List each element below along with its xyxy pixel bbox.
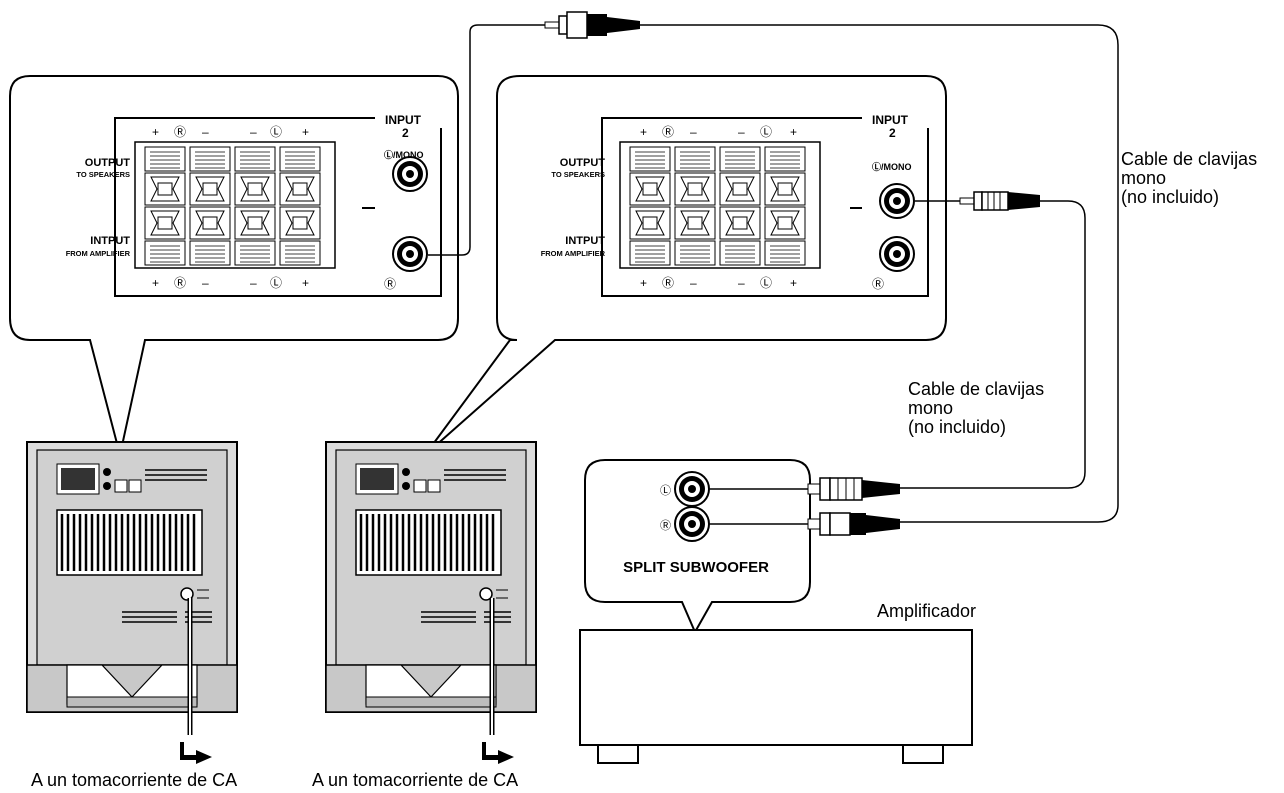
power-cord-2 <box>482 598 514 764</box>
l-top: Ⓛ <box>760 125 772 139</box>
heatsink-fins-1 <box>60 514 196 571</box>
panel-labels-middle: INPUT 2 Ⓛ/MONO Ⓡ OUTPUT TO SPEAKERS INTP… <box>541 113 912 291</box>
plus-r-top: + <box>640 125 647 139</box>
plus-r-bottom: + <box>152 276 159 290</box>
amplifier <box>579 629 973 764</box>
minus-l-top: – <box>738 125 745 139</box>
minus-l-bottom: – <box>738 276 745 290</box>
output-title: OUTPUT <box>560 157 606 169</box>
subwoofer-2 <box>324 440 538 714</box>
r-bottom: Ⓡ <box>174 276 186 290</box>
input-sub: FROM AMPLIFIER <box>541 249 606 258</box>
minus-l-bottom: – <box>250 276 257 290</box>
l-bottom: Ⓛ <box>270 276 282 290</box>
cable-label-lower: Cable de clavijas mono (no incluido) <box>908 379 1044 437</box>
amp-l-label: Ⓛ <box>660 484 671 497</box>
plug-top <box>544 11 640 39</box>
minus-r-bottom: – <box>202 276 209 290</box>
outlet-label-1: A un tomacorriente de CA <box>31 770 237 790</box>
plug-amp-l <box>709 477 900 501</box>
cable-label-upper: Cable de clavijas mono (no incluido) <box>1121 149 1257 207</box>
r-bottom: Ⓡ <box>662 276 674 290</box>
input2-title: INPUT <box>385 113 422 127</box>
cable-a <box>428 24 1119 523</box>
lmono-label: Ⓛ/MONO <box>872 161 912 172</box>
minus-r-top: – <box>202 125 209 139</box>
plus-r-top: + <box>152 125 159 139</box>
cable-label-lower-line2: mono <box>908 398 953 418</box>
input2-number: 2 <box>402 126 409 140</box>
plug-middle-input <box>900 191 1086 489</box>
r-jack-label: Ⓡ <box>872 277 884 291</box>
plug-amp-r <box>709 512 900 536</box>
plus-r-bottom: + <box>640 276 647 290</box>
callout-subwoofer-2 <box>424 75 947 456</box>
amp-panel-callout: Ⓛ Ⓡ SPLIT SUBWOOFER <box>584 459 811 635</box>
panel-labels-left: INPUT 2 Ⓛ/MONO Ⓡ OUTPUT TO SPEAKERS INTP… <box>66 113 424 291</box>
cable-label-lower-line3: (no incluido) <box>908 417 1006 437</box>
outlet-label-2: A un tomacorriente de CA <box>312 770 518 790</box>
plus-l-bottom: + <box>302 276 309 290</box>
r-top: Ⓡ <box>662 125 674 139</box>
input-title: INTPUT <box>90 235 130 247</box>
plus-l-top: + <box>302 125 309 139</box>
output-sub: TO SPEAKERS <box>551 170 605 179</box>
output-sub: TO SPEAKERS <box>76 170 130 179</box>
amplifier-label: Amplificador <box>877 601 976 621</box>
input-sub: FROM AMPLIFIER <box>66 249 131 258</box>
lmono-label: Ⓛ/MONO <box>384 149 424 160</box>
split-subwoofer-title: SPLIT SUBWOOFER <box>623 559 769 576</box>
input-title: INTPUT <box>565 235 605 247</box>
callout-subwoofer-1 <box>9 75 459 456</box>
minus-r-top: – <box>690 125 697 139</box>
l-top: Ⓛ <box>270 125 282 139</box>
minus-r-bottom: – <box>690 276 697 290</box>
r-jack-label: Ⓡ <box>384 277 396 291</box>
output-title: OUTPUT <box>85 157 131 169</box>
minus-l-top: – <box>250 125 257 139</box>
power-cord-1 <box>180 598 212 764</box>
input2-title: INPUT <box>872 113 909 127</box>
amp-r-label: Ⓡ <box>660 519 671 532</box>
cable-label-upper-line3: (no incluido) <box>1121 187 1219 207</box>
subwoofer-1 <box>25 440 239 714</box>
cable-label-upper-line1: Cable de clavijas <box>1121 149 1257 169</box>
heatsink-fins-2 <box>359 514 495 571</box>
plus-l-bottom: + <box>790 276 797 290</box>
cable-label-lower-line1: Cable de clavijas <box>908 379 1044 399</box>
r-top: Ⓡ <box>174 125 186 139</box>
input2-number: 2 <box>889 126 896 140</box>
cable-label-upper-line2: mono <box>1121 168 1166 188</box>
plus-l-top: + <box>790 125 797 139</box>
l-bottom: Ⓛ <box>760 276 772 290</box>
